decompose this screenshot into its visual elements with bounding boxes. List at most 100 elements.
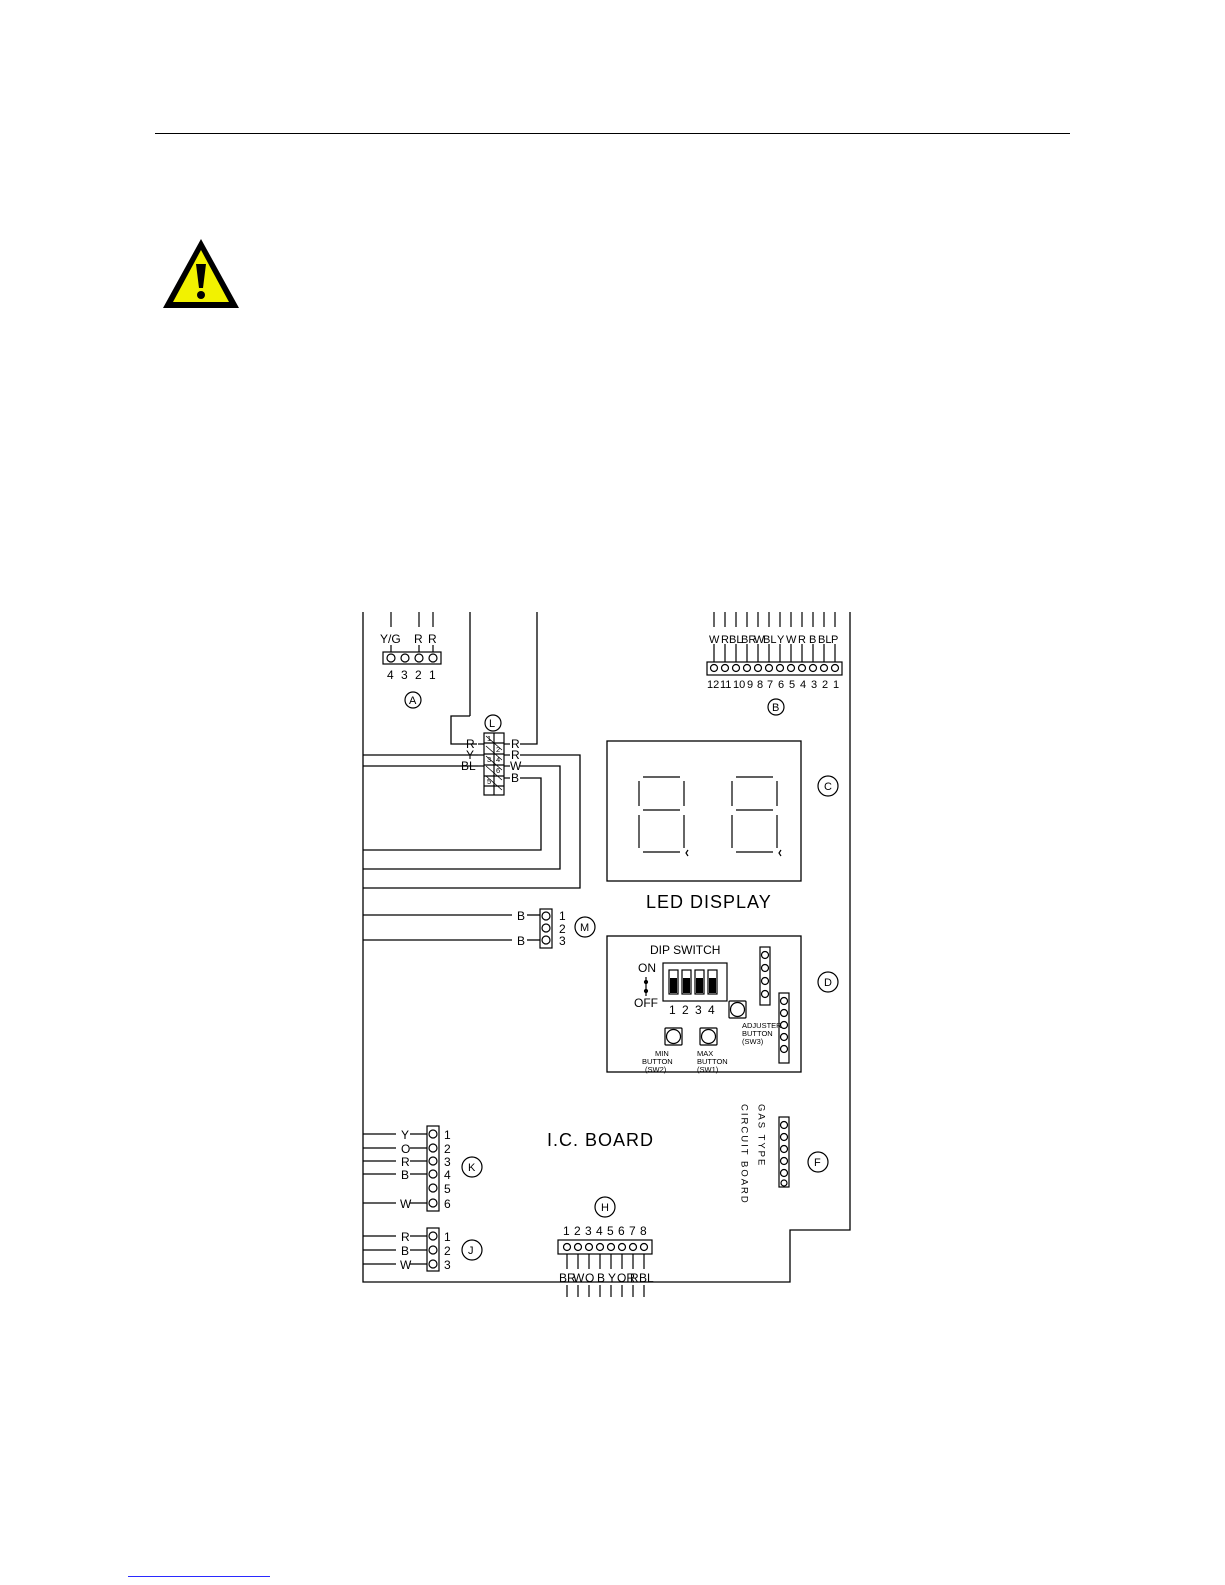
connector-h-pin: 6 <box>618 1224 625 1238</box>
connector-j-pin: 2 <box>444 1244 451 1258</box>
connector-b-wire: BL <box>729 634 742 646</box>
adjuster-button-label: ADJUSTER <box>742 1021 782 1030</box>
connector-l-left-wire: Y <box>466 748 474 762</box>
connector-b-wire: BR <box>741 634 756 646</box>
connector-l: L R Y BL R R W B 2 4 6 1 3 5 <box>461 714 522 796</box>
connector-j-pin: 3 <box>444 1258 451 1272</box>
connector-l-pin: 5 <box>487 777 491 786</box>
callout-h: H <box>601 1202 609 1214</box>
connector-h-wire: B <box>597 1271 605 1285</box>
callout-j: J <box>468 1245 474 1257</box>
connector-b-wire: W <box>786 634 797 646</box>
connector-l-left-wire: BL <box>461 759 476 773</box>
connector-j-wire: W <box>400 1258 412 1272</box>
callout-f: F <box>814 1157 821 1169</box>
connector-j-pin: 1 <box>444 1230 451 1244</box>
connector-l-pin: 4 <box>496 755 500 764</box>
connector-b-pin: 7 <box>767 679 773 691</box>
connector-h-pin: 5 <box>607 1224 614 1238</box>
connector-j-wire: R <box>401 1230 410 1244</box>
warning-triangle-icon <box>163 239 239 308</box>
callout-a: A <box>409 695 417 707</box>
connector-a-pin: 3 <box>401 668 408 682</box>
connector-j: R B W 1 2 3 J <box>363 1227 483 1272</box>
connector-b-wire: R <box>721 634 729 646</box>
connector-k-wire: O <box>401 1142 410 1156</box>
connector-h-pin: 8 <box>640 1224 647 1238</box>
connector-h-wire: OR <box>617 1271 635 1285</box>
dip-number: 1 <box>669 1003 676 1017</box>
connector-b-wire: BL <box>818 634 831 646</box>
connector-h-wire: R <box>630 1271 639 1285</box>
connector-b-pin: 6 <box>778 679 784 691</box>
dip-number: 3 <box>695 1003 702 1017</box>
connector-b-pin: 5 <box>789 679 795 691</box>
connector-l-pin: 1 <box>487 734 491 743</box>
connector-m-pin: 2 <box>559 922 566 936</box>
connector-a-wire-3: R <box>428 632 437 646</box>
connector-h-pin: 1 <box>563 1224 570 1238</box>
connector-k-pin: 1 <box>444 1128 451 1142</box>
dip-number: 2 <box>682 1003 689 1017</box>
connector-b-pin: 11 <box>720 679 731 691</box>
connector-b-pin: 3 <box>811 679 817 691</box>
connector-l-pin: 6 <box>496 766 500 775</box>
connector-h-wire: O <box>585 1271 594 1285</box>
connector-k-wire: B <box>401 1168 409 1182</box>
connector-b-pin: 4 <box>800 679 806 691</box>
led-digit-right <box>731 776 782 857</box>
led-digit-left <box>638 776 689 857</box>
connector-l-pin: 2 <box>496 745 500 754</box>
dip-on-label: ON <box>638 961 656 975</box>
connector-h-pin: 2 <box>574 1224 581 1238</box>
min-button-label: BUTTON <box>642 1057 673 1066</box>
callout-b: B <box>772 702 779 714</box>
connector-l-left-wire: R <box>466 737 475 751</box>
connector-k-pin: 3 <box>444 1155 451 1169</box>
connector-b: W R BL BR W BL Y W R B BL P 12 11 10 9 8… <box>706 612 843 716</box>
connector-k-wire: Y <box>401 1128 409 1142</box>
callout-l: L <box>489 718 495 730</box>
connector-b-pin: 9 <box>747 679 753 691</box>
connector-b-wire: W <box>754 634 765 646</box>
led-display <box>638 775 839 857</box>
connector-h-wire: BL <box>639 1271 654 1285</box>
connector-k-pin: 2 <box>444 1142 451 1156</box>
dip-switch-panel: DIP SWITCH ON OFF 1 2 3 4 <box>634 943 839 1074</box>
connector-m-wire: B <box>517 909 525 923</box>
connector-l-pin: 3 <box>487 755 491 764</box>
connector-k-pin: 4 <box>444 1168 451 1182</box>
max-button-label: BUTTON <box>697 1057 728 1066</box>
connector-b-pin: 1 <box>833 679 839 691</box>
dip-number: 4 <box>708 1003 715 1017</box>
connector-b-pin: 8 <box>757 679 763 691</box>
connector-h-pin: 7 <box>629 1224 636 1238</box>
dip-off-label: OFF <box>634 996 658 1010</box>
connector-b-pin: 2 <box>822 679 828 691</box>
connector-h-wire: Y <box>608 1271 616 1285</box>
connector-b-wire: BL <box>763 634 776 646</box>
connector-j-wire: B <box>401 1244 409 1258</box>
connector-b-wire: Y <box>777 634 785 646</box>
connector-k: Y O R B W 1 2 3 4 5 6 K <box>363 1125 483 1212</box>
connector-a-pin: 4 <box>387 668 394 682</box>
connector-m-pin: 1 <box>559 909 566 923</box>
adjuster-button-label: BUTTON <box>742 1029 773 1038</box>
connector-b-pin: 10 <box>733 679 745 691</box>
max-button-label: (SW1) <box>697 1065 719 1074</box>
max-button-label: MAX <box>697 1049 713 1058</box>
connector-m-wire: B <box>517 934 525 948</box>
connector-k-pin: 6 <box>444 1197 451 1211</box>
connector-m-pin: 3 <box>559 934 566 948</box>
connector-m: B B 1 2 3 M <box>517 908 596 949</box>
connector-a-wire-2: R <box>414 632 423 646</box>
callout-d: D <box>824 977 832 989</box>
top-horizontal-rule <box>155 133 1070 134</box>
min-button-label: MIN <box>655 1049 669 1058</box>
connector-a-pin: 1 <box>429 668 436 682</box>
connector-b-wire: P <box>831 634 838 646</box>
callout-c: C <box>824 781 832 793</box>
led-display-label: LED DISPLAY <box>646 892 772 912</box>
connector-h-wire: W <box>573 1271 585 1285</box>
